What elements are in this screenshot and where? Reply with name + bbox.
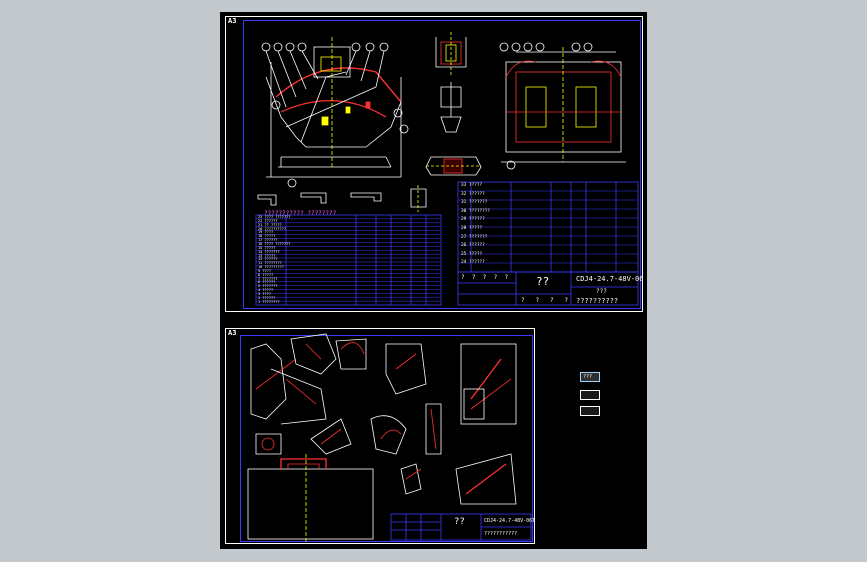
parts-list-row: 4 ????? (258, 288, 274, 293)
sheet-2-drawing-name: ?? (454, 517, 465, 527)
parts-list-row: 18 ????? (258, 234, 276, 239)
drawing-viewport[interactable]: A3 (220, 12, 647, 549)
sheet-1-company: ?????????? (576, 297, 619, 305)
parts-list-row: 23 ???? ??????? (258, 215, 291, 219)
sheet-1-drawing-name: ?? (536, 275, 550, 288)
right-list-row: 30 ???????? (461, 208, 491, 214)
drawing-sheet-2[interactable]: A3 (225, 328, 535, 544)
sheet-2-size-label: A3 (228, 329, 237, 337)
right-list-row: 33 ????? (461, 183, 483, 188)
parts-list-row: 17 ?????? (258, 238, 278, 243)
parts-list-row: 5 ??????? (258, 284, 278, 289)
parts-list-row: 20 ?????????? (258, 226, 287, 231)
parts-list-row: 3 ???? (258, 292, 271, 296)
parts-list-row: 11 ???????? (258, 261, 282, 266)
parts-list-row: 21 ?? ????? (258, 222, 282, 227)
parts-list-row: 6 ?????? (258, 280, 276, 285)
parts-list-row: 12 ?????? (258, 257, 278, 262)
parts-list-row: 19 ???? (258, 230, 274, 235)
right-list-row: 26 ?????? (461, 243, 485, 249)
sheet-2-drawing (247, 333, 532, 544)
right-list-row: 24 ?????? (461, 260, 485, 266)
parts-list-row: 22 ?????? (258, 218, 278, 223)
parts-list-row: 15 ????? (258, 245, 276, 250)
sheet-1-cells-row2: ? ? ? ? (521, 297, 569, 304)
sheet-1-size-label: A3 (228, 17, 237, 25)
layout-tab-3[interactable] (580, 406, 600, 416)
right-list-row: 32 ?????? (461, 191, 485, 197)
sheet-2-frame (240, 335, 533, 542)
sheet-1-material-note: ??? (596, 288, 607, 295)
layout-tab-1[interactable]: ??? (580, 372, 600, 382)
sheet-1-frame (243, 20, 641, 309)
parts-list-row: 1 ???????? (258, 299, 280, 304)
sheet-1-cells-row1: ? ? ? ? ? (461, 274, 509, 281)
parts-list-row: 9 ???? (258, 268, 271, 273)
parts-list-row: 14 ??????? (258, 249, 280, 254)
sheet-1-drawing (255, 32, 639, 306)
parts-list-row: 10 ????????? (258, 265, 284, 270)
sheet-2-company: ??????????? (484, 531, 518, 537)
parts-list-row: 8 ????? (258, 272, 274, 277)
right-list-row: 29 ?????? (461, 217, 485, 223)
right-list-row: 27 ??????? (461, 234, 488, 240)
right-list-row: 25 ????? (461, 251, 483, 257)
sheet-1-drawing-code: CDJ4-24.7-48V-06 (576, 275, 644, 283)
parts-list-row: 2 ?????? (258, 295, 276, 300)
layout-tab-2[interactable] (580, 390, 600, 400)
right-list-row: 31 ??????? (461, 200, 488, 206)
sheet-2-drawing-code: CDJ4-24.7-48V-06T (484, 518, 536, 524)
drawing-sheet-1[interactable]: A3 (225, 16, 643, 312)
parts-list-row: 16 ???? ??????? (258, 241, 291, 246)
parts-list-row: 13 ????? (258, 253, 276, 258)
parts-list-row: 7 ??????? (258, 276, 278, 281)
right-list-row: 28 ????? (461, 226, 483, 231)
parts-list-header: ??????????? ???????? (264, 210, 337, 217)
